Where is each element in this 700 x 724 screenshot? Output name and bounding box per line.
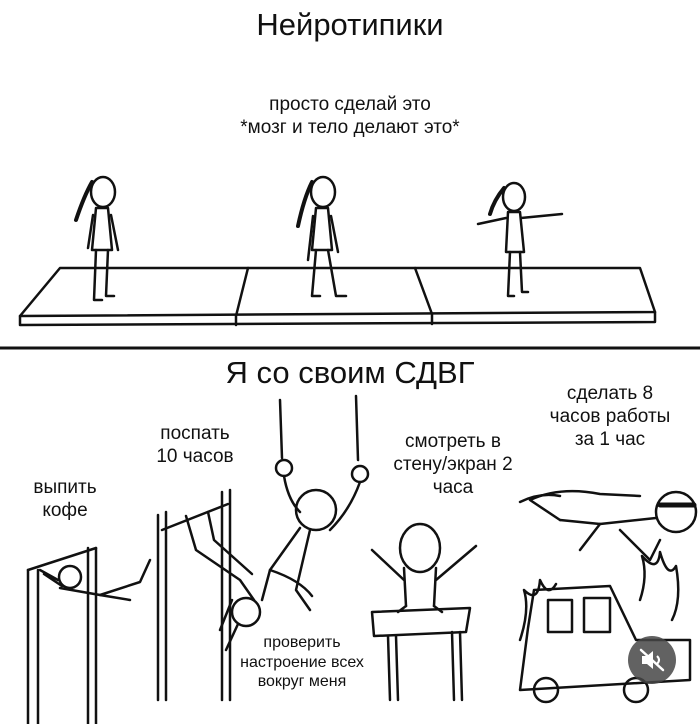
horizontal-bar-coffee — [26, 546, 98, 724]
caption-just-do-it: просто сделай это *мозг и тело делают эт… — [240, 94, 460, 139]
hanging-person-coffee — [38, 558, 152, 602]
vault-table — [370, 606, 472, 702]
caption-work: сделать 8 часов работы за 1 час — [549, 383, 671, 451]
mute-button[interactable] — [628, 636, 676, 684]
gym-mat — [18, 266, 657, 327]
gymnastic-rings — [274, 394, 370, 484]
gymnast-arms-out — [476, 181, 564, 298]
flying-person — [518, 489, 698, 562]
caption-drink-coffee: выпить кофе — [33, 477, 97, 522]
caption-check-mood: проверить настроение всех вокруг меня — [240, 634, 364, 691]
title-me-with-adhd: Я со своим СДВГ — [225, 355, 475, 390]
horizontal-bar-sleep — [156, 488, 232, 702]
dangling-person-mood — [260, 474, 362, 612]
speaker-muted-icon — [639, 648, 665, 672]
gymnast-standing — [74, 175, 120, 302]
flipping-person-sleep — [184, 510, 262, 652]
caption-stare-wall: смотреть в стену/экран 2 часа — [393, 431, 513, 499]
staring-person — [370, 522, 478, 614]
caption-sleep: поспать 10 часов — [156, 423, 234, 468]
title-neurotypicals: Нейротипики — [256, 7, 444, 42]
gymnast-walking — [296, 175, 348, 298]
